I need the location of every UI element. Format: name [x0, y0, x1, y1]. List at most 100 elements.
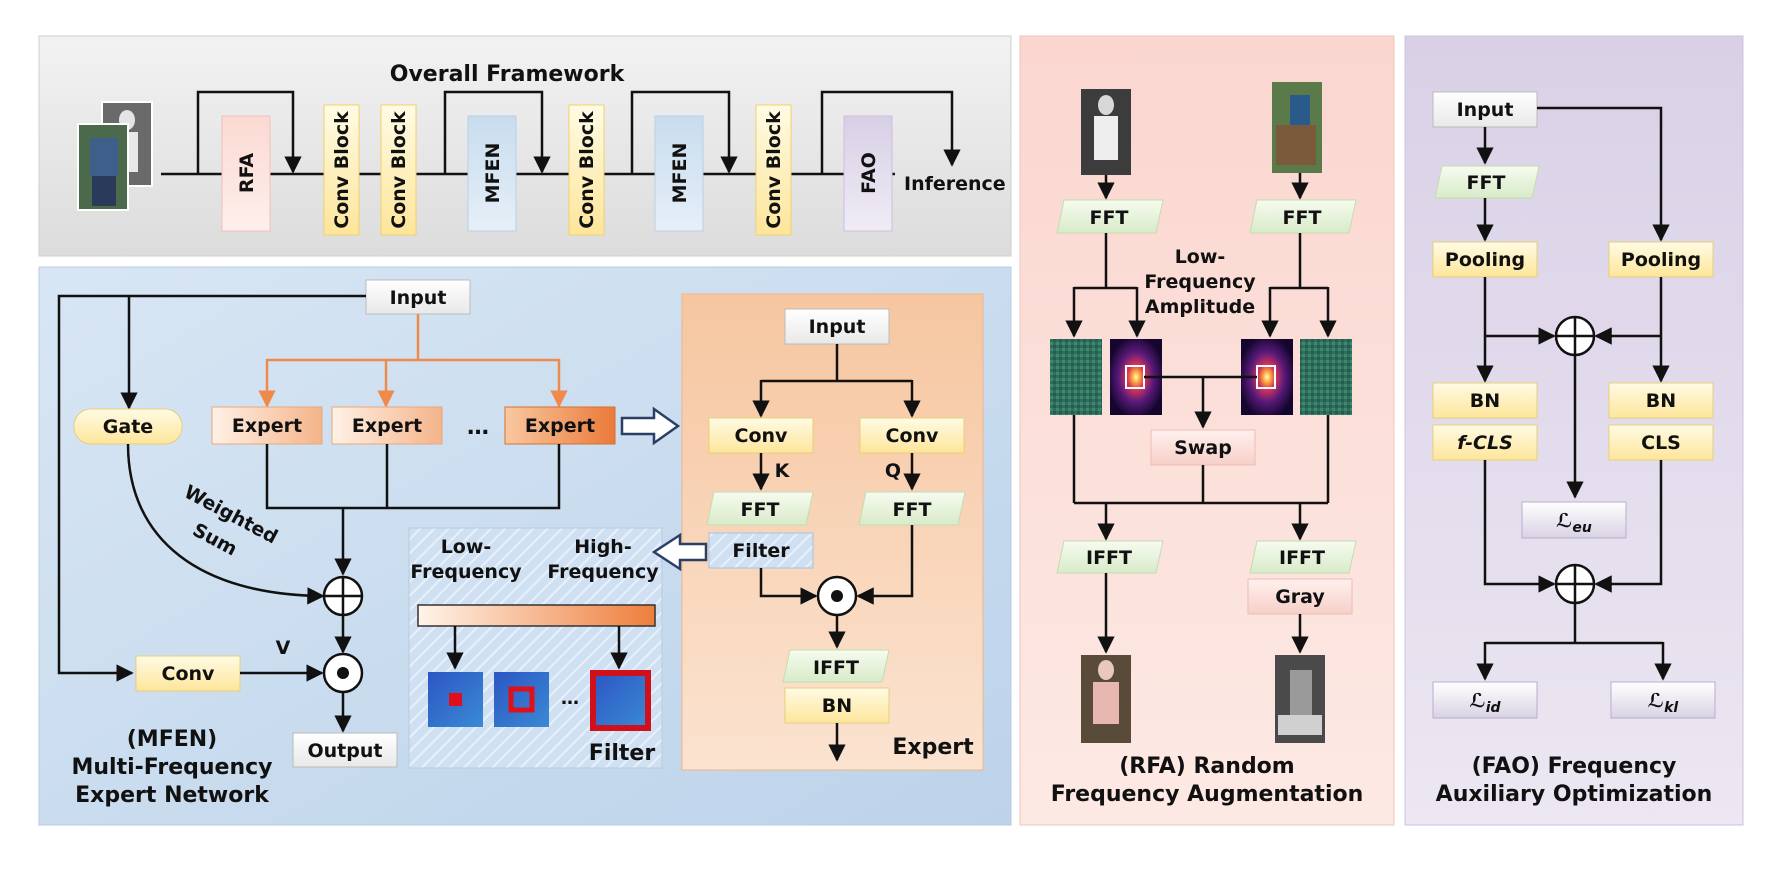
mfen-title-2: Multi-Frequency [71, 755, 272, 780]
mfen-conv-box [135, 655, 241, 692]
svg-text:FFT: FFT [893, 499, 932, 521]
fao-title-1: (FAO) Frequency [1472, 754, 1677, 779]
svg-text:Input: Input [1457, 99, 1514, 121]
svg-text:f-CLS: f-CLS [1457, 432, 1513, 454]
input-images [77, 101, 153, 211]
rfa-phase-right [1300, 339, 1352, 415]
rfa-phase-left [1050, 339, 1102, 415]
svg-text:CLS: CLS [1641, 432, 1681, 454]
svg-text:ℒid: ℒid [1469, 690, 1501, 716]
hollow-arrow-right [620, 406, 681, 446]
svg-text:Q: Q [885, 460, 901, 482]
frequency-bar [417, 604, 656, 627]
svg-text:…: … [561, 688, 579, 709]
svg-text:FFT: FFT [1090, 207, 1129, 229]
fao-cls-box [1608, 424, 1714, 461]
expert-fft-right [858, 491, 966, 526]
output-box [292, 732, 398, 768]
svg-text:FFT: FFT [1467, 172, 1506, 194]
svg-text:Expert: Expert [232, 415, 302, 437]
svg-text:RFA: RFA [236, 153, 258, 193]
svg-text:IFFT: IFFT [813, 657, 859, 679]
svg-text:Frequency: Frequency [547, 561, 659, 583]
fao-fft [1434, 165, 1540, 199]
svg-text:MFEN: MFEN [669, 143, 691, 204]
block-conv-2 [380, 104, 417, 236]
svg-text:Gate: Gate [103, 416, 153, 438]
block-conv-4 [755, 104, 792, 236]
svg-text:Conv Block: Conv Block [331, 111, 353, 229]
svg-text:FFT: FFT [1283, 207, 1322, 229]
svg-text:Pooling: Pooling [1445, 249, 1525, 271]
svg-text:ℒeu: ℒeu [1556, 510, 1592, 536]
loss-eu-box [1521, 501, 1627, 539]
svg-text:Frequency: Frequency [1144, 271, 1256, 293]
expert-panel-label: Expert [892, 735, 974, 760]
svg-text:High-: High- [574, 536, 631, 558]
fao-pooling-right [1608, 241, 1714, 278]
svg-text:BN: BN [1646, 390, 1676, 412]
svg-text:Expert: Expert [525, 415, 595, 437]
expert-dots: … [467, 415, 489, 440]
fao-fcls-box [1432, 424, 1538, 461]
rfa-gray-box [1247, 578, 1353, 615]
mfen-input-box [365, 279, 471, 315]
svg-text:Conv Block: Conv Block [576, 111, 598, 229]
loss-kl-box [1610, 681, 1716, 719]
svg-text:Pooling: Pooling [1621, 249, 1701, 271]
svg-text:Input: Input [390, 287, 447, 309]
fao-oplus-top [1554, 315, 1596, 357]
rfa-ifft-left [1056, 540, 1164, 574]
block-conv-1 [323, 104, 360, 236]
expert-conv-q [859, 417, 965, 454]
svg-text:FAO: FAO [858, 152, 880, 194]
rfa-swap-box [1150, 429, 1256, 466]
svg-text:Filter: Filter [732, 540, 790, 562]
fao-oplus-bottom [1554, 563, 1596, 605]
fao-input-box [1432, 91, 1538, 128]
overall-title: Overall Framework [390, 62, 626, 87]
fao-bn-left [1432, 382, 1538, 419]
svg-text:Low-: Low- [1175, 246, 1226, 268]
svg-text:Frequency: Frequency [410, 561, 522, 583]
svg-text:Amplitude: Amplitude [1145, 296, 1255, 318]
loss-id-box [1432, 681, 1538, 719]
svg-text:Conv: Conv [735, 425, 789, 447]
svg-text:K: K [775, 460, 791, 482]
block-fao [843, 115, 893, 232]
rfa-fft-left [1056, 199, 1164, 234]
expert-fft-left [706, 491, 814, 526]
svg-text:Conv: Conv [162, 663, 216, 685]
block-mfen-2 [654, 115, 704, 232]
svg-text:Expert: Expert [352, 415, 422, 437]
svg-text:BN: BN [1470, 390, 1500, 412]
rfa-input-rgb-image [1272, 82, 1322, 173]
svg-text:Conv Block: Conv Block [763, 111, 785, 229]
block-rfa [221, 115, 271, 232]
v-label: V [276, 637, 291, 659]
rfa-title-2: Frequency Augmentation [1051, 782, 1364, 807]
rfa-output-gray-image [1275, 655, 1325, 743]
expert-odot [816, 575, 858, 617]
svg-text:MFEN: MFEN [482, 143, 504, 204]
svg-text:IFFT: IFFT [1086, 547, 1132, 569]
svg-text:Swap: Swap [1174, 437, 1232, 459]
filter-squares: … [428, 670, 651, 731]
expert-ifft [782, 649, 890, 683]
odot-mult [322, 652, 364, 694]
svg-text:BN: BN [822, 695, 852, 717]
hollow-arrow-left [651, 532, 708, 572]
svg-text:ℒkl: ℒkl [1648, 690, 1679, 716]
expert-box-n [504, 406, 616, 445]
rfa-ifft-right [1249, 540, 1357, 574]
svg-text:Conv: Conv [886, 425, 940, 447]
svg-text:Gray: Gray [1275, 586, 1325, 608]
block-mfen-1 [467, 115, 517, 232]
svg-text:Input: Input [809, 316, 866, 338]
svg-text:FFT: FFT [741, 499, 780, 521]
rfa-output-rgb-image [1081, 655, 1131, 743]
oplus-sum [322, 575, 364, 617]
expert-bn-box [784, 687, 890, 724]
svg-text:Conv Block: Conv Block [388, 111, 410, 229]
